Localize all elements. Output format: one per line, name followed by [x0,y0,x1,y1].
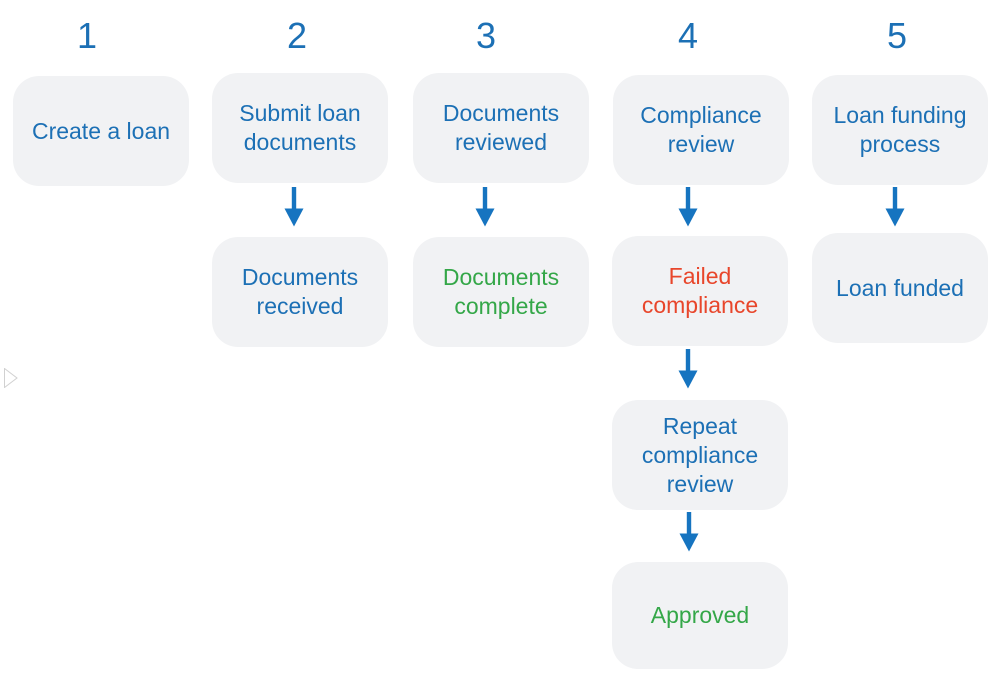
step-label: Documents reviewed [442,100,560,155]
step-compliance-review: Compliance review [613,75,789,185]
down-arrow-icon [284,187,304,227]
step-documents-complete: Documents complete [413,237,589,347]
down-arrow-icon [678,187,698,227]
step-label: Documents complete [442,264,560,319]
step-approved: Approved [612,562,788,669]
step-number-2: 2 [286,15,308,56]
down-arrow-icon [885,187,905,227]
step-label: Create a loan [31,117,171,144]
step-number-4: 4 [677,15,699,56]
mouse-pointer-icon [4,368,18,388]
step-number-1: 1 [76,15,98,56]
step-label: Loan funding process [833,102,967,157]
step-label: Approved [650,602,750,628]
down-arrow-icon [678,349,698,389]
step-number-3: 3 [475,15,497,56]
step-failed-compliance: Failed compliance [612,236,788,346]
step-number-5: 5 [886,15,908,56]
step-create-a-loan: Create a loan [13,76,189,186]
step-label: Compliance review [640,102,762,157]
step-repeat-compliance-review: Repeat compliance review [612,400,788,510]
step-documents-received: Documents received [212,237,388,347]
step-label: Submit loan documents [239,100,361,155]
step-loan-funded: Loan funded [812,233,988,343]
step-documents-reviewed: Documents reviewed [413,73,589,183]
down-arrow-icon [475,187,495,227]
step-label: Failed compliance [641,263,759,318]
step-label: Documents received [241,264,359,319]
step-label: Repeat compliance review [641,412,759,497]
step-label: Loan funded [836,274,964,301]
step-submit-loan-documents: Submit loan documents [212,73,388,183]
down-arrow-icon [679,512,699,552]
step-loan-funding-process: Loan funding process [812,75,988,185]
